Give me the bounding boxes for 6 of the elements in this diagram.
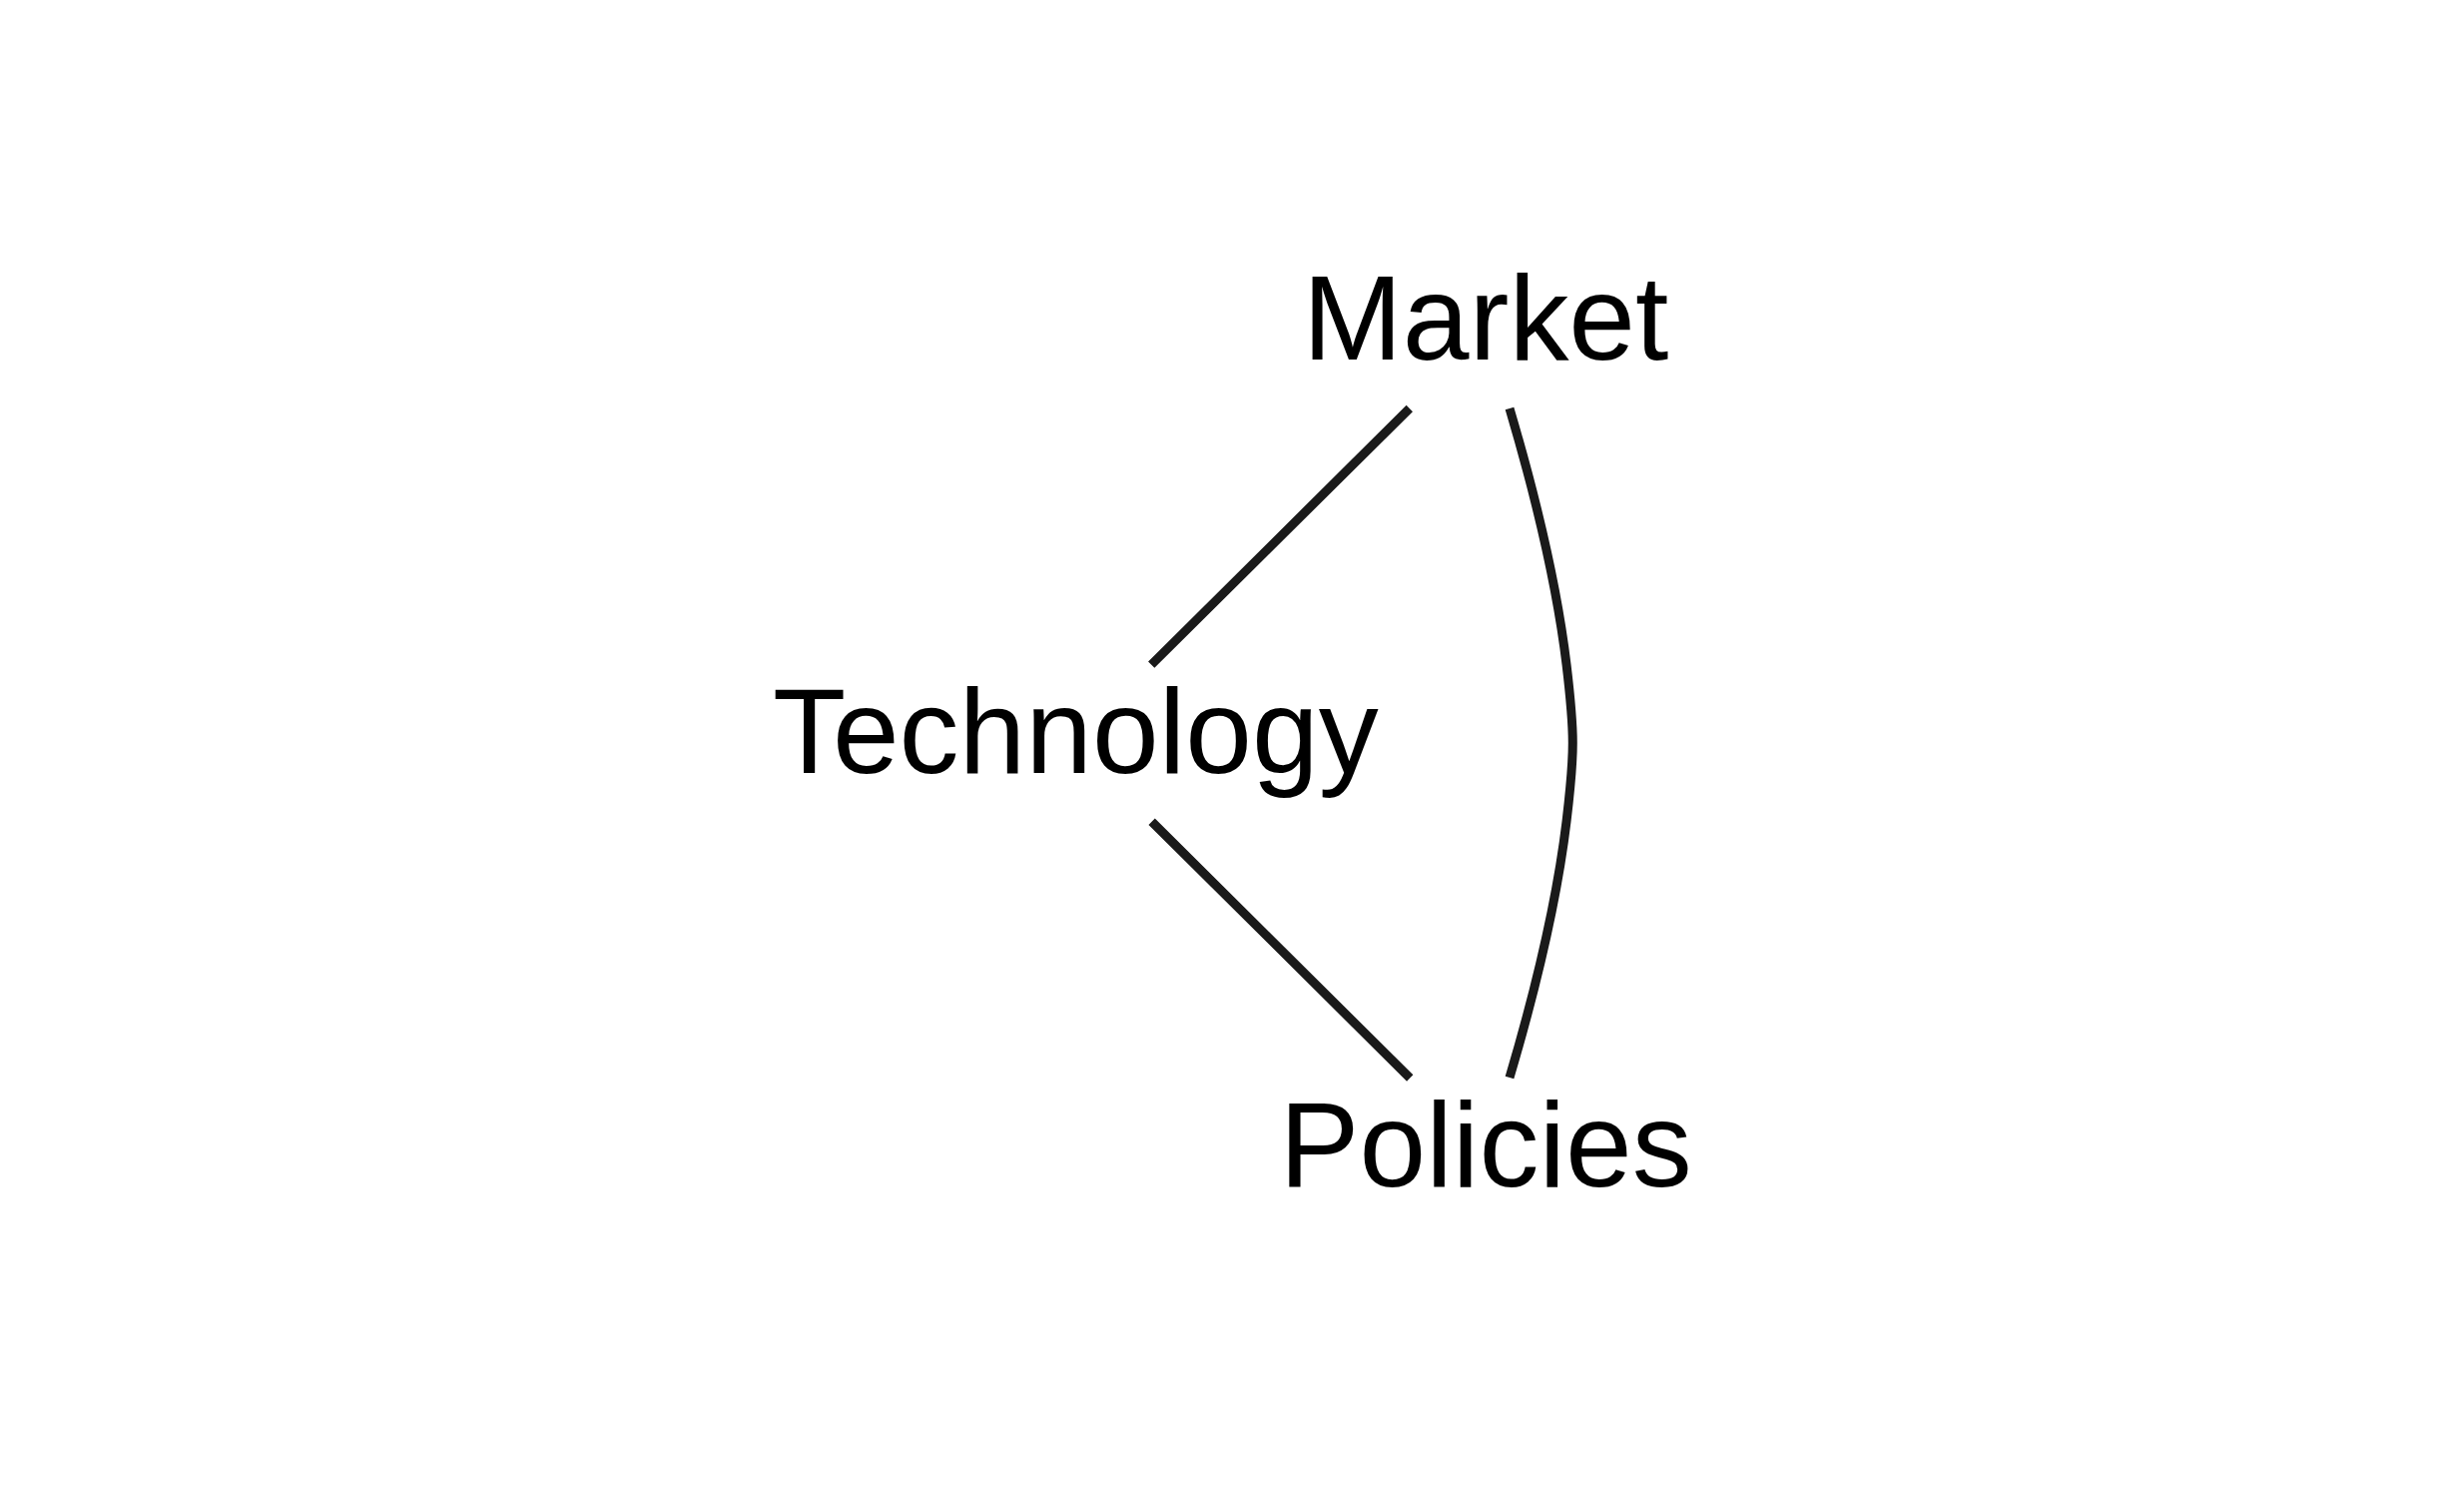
- node-text: Technology: [772, 663, 1379, 798]
- connector: [1148, 404, 1413, 668]
- node-text: Policies: [1279, 1077, 1692, 1211]
- connector: [1148, 818, 1414, 1082]
- connector: [1505, 406, 1577, 1079]
- node-text: Market: [1302, 250, 1669, 384]
